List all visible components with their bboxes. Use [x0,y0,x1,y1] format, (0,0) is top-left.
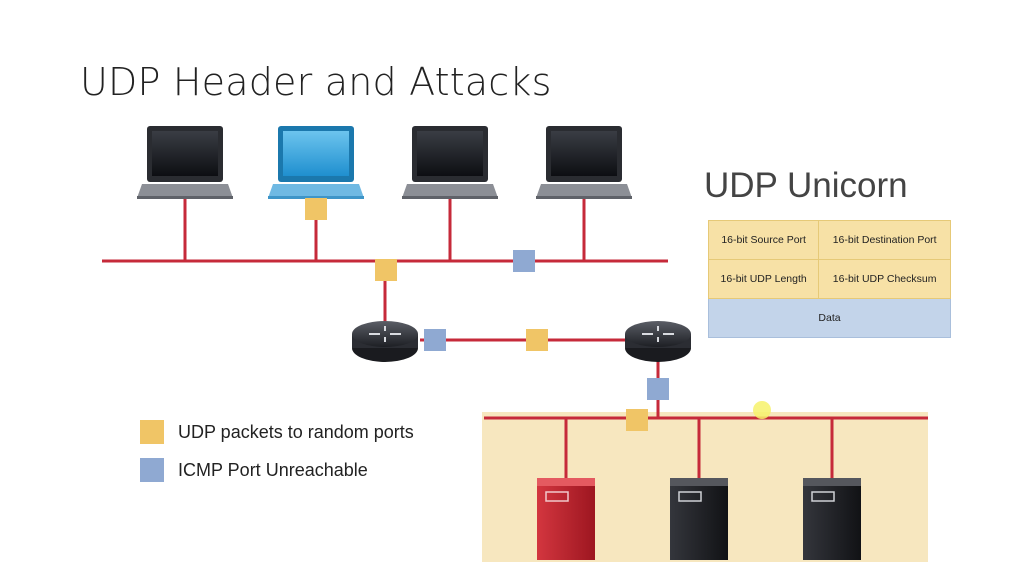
source-port-cell: 16-bit Source Port [707,220,820,260]
laptop-4 [536,126,632,199]
udp-header-table: 16-bit Source Port 16-bit Destination Po… [707,220,951,338]
slide-title: UDP Header and Attacks [80,60,552,104]
udp-packet [626,409,648,431]
udp-swatch [140,420,164,444]
server-2 [670,478,728,560]
udp-packet [375,259,397,281]
icmp-packet [513,250,535,272]
server-target-red [537,478,595,560]
laptop-1 [137,126,233,199]
destination-port-cell: 16-bit Destination Port [818,220,951,260]
legend-label: ICMP Port Unreachable [178,459,368,480]
legend-item-udp: UDP packets to random ports [140,420,414,444]
legend-item-icmp: ICMP Port Unreachable [140,458,368,482]
server-3 [803,478,861,560]
laptop-3 [402,126,498,199]
icmp-swatch [140,458,164,482]
udp-packet [305,198,327,220]
router-2 [625,321,691,362]
legend-label: UDP packets to random ports [178,421,414,442]
table-row: 16-bit Source Port 16-bit Destination Po… [707,220,951,260]
udp-unicorn-title: UDP Unicorn [704,166,908,205]
table-row: 16-bit UDP Length 16-bit UDP Checksum [707,259,951,299]
laptop-2 [268,126,364,199]
packets [305,198,669,431]
udp-checksum-cell: 16-bit UDP Checksum [818,259,951,299]
udp-length-cell: 16-bit UDP Length [707,259,820,299]
data-cell: Data [708,298,951,338]
router-1 [352,321,418,362]
cursor-highlight [753,401,771,419]
udp-packet [526,329,548,351]
table-row: Data [708,298,951,338]
icmp-packet [647,378,669,400]
icmp-packet [424,329,446,351]
